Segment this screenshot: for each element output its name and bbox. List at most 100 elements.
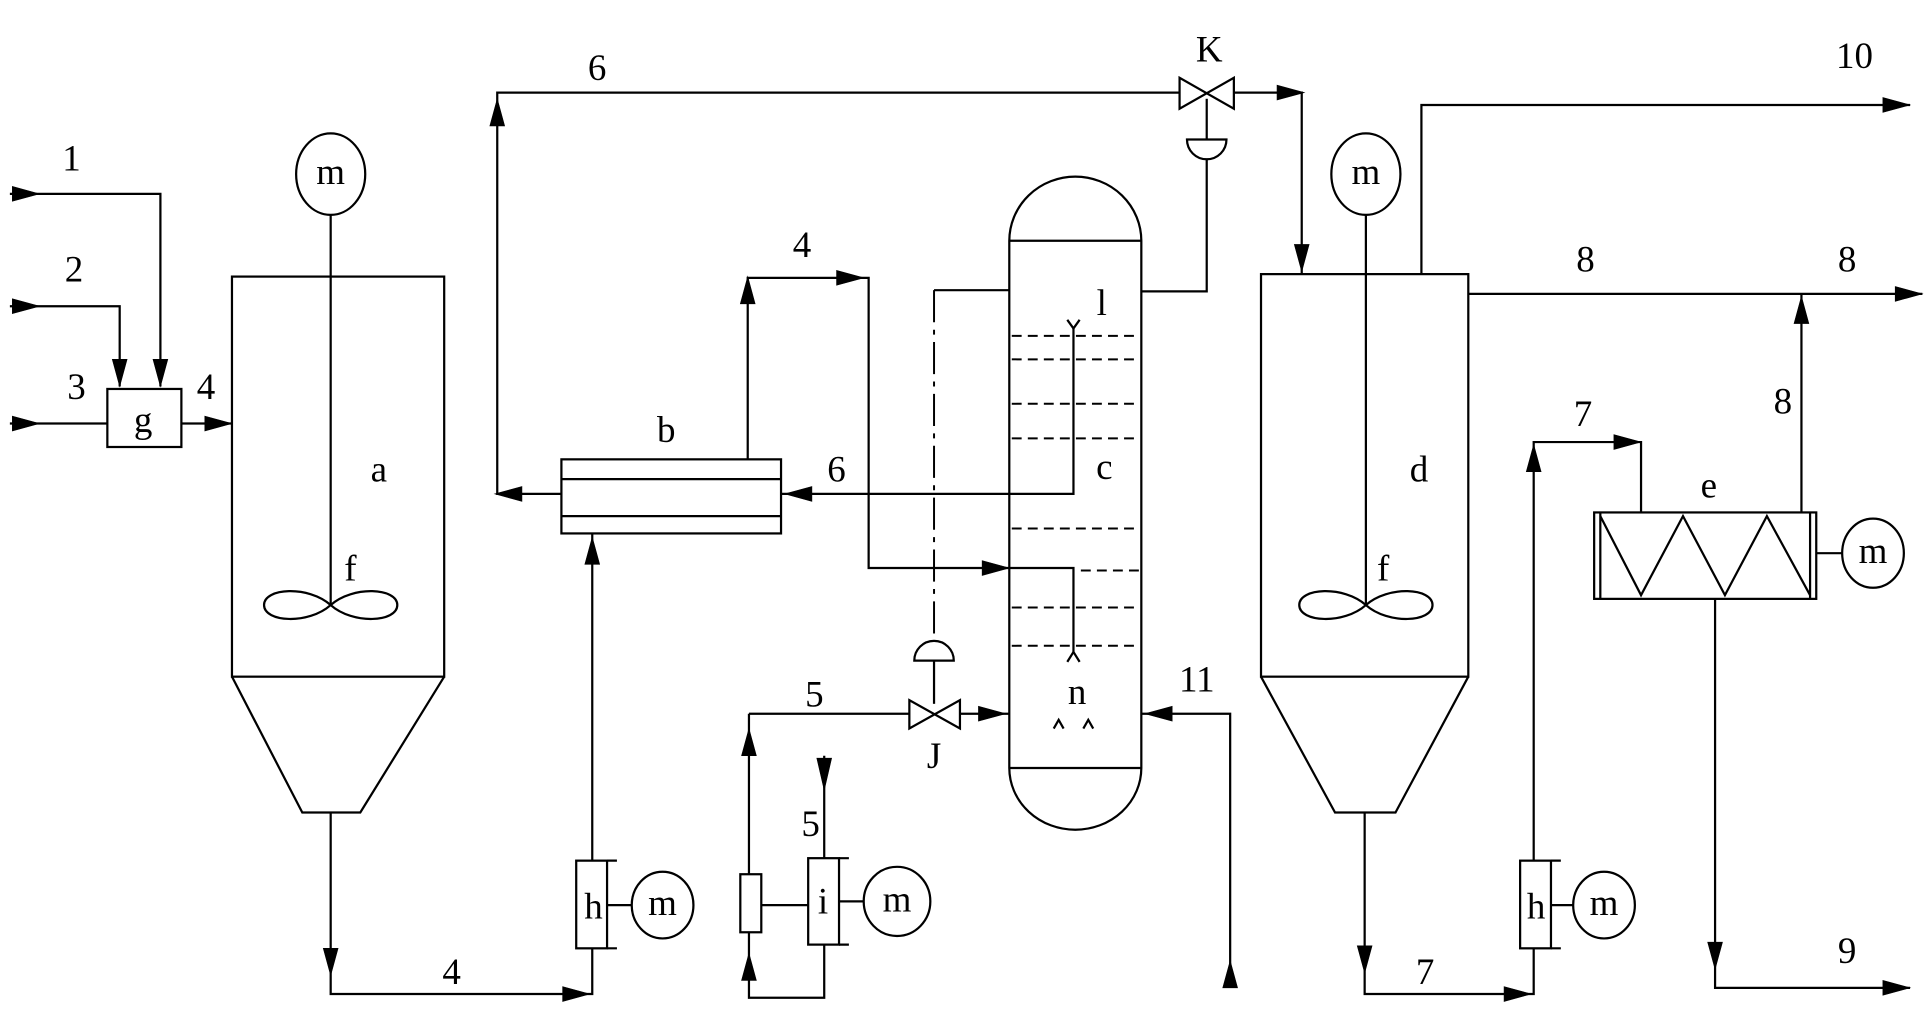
pump-i-ticks [839, 857, 849, 946]
stream-5-loop-line [747, 932, 826, 999]
stream-4-bottom: 4 h m [322, 533, 695, 1002]
vessel-a-impeller-icon [262, 590, 399, 621]
unit-e: e m [1593, 466, 1905, 600]
stream-4-bottom-label: 4 [442, 952, 461, 993]
column-c-shell [1008, 175, 1143, 831]
column-c-stream-11-arrow [1143, 705, 1173, 722]
exchanger-b-label: b [657, 410, 676, 451]
stream-5-valve-label: 5 [805, 674, 824, 715]
stream-8-right-label: 8 [1838, 240, 1857, 281]
filter-box [739, 873, 763, 934]
stream-4-top-line [746, 276, 1075, 652]
stream-7-top-line [1532, 440, 1643, 861]
feed-streams: 1 2 3 g 4 [9, 138, 234, 449]
stream-9-label: 9 [1838, 931, 1857, 972]
stream-5-feed-label: 5 [801, 804, 820, 845]
vessel-d-motor-label: m [1351, 152, 1380, 193]
stream-6-top-label: 6 [588, 48, 607, 89]
pump-i-label: i [818, 882, 828, 923]
vessel-a-label: a [371, 450, 387, 491]
exchanger-b-outlet-arrow [739, 275, 756, 305]
column-c-stream-5-arrow [978, 705, 1007, 722]
stream-8-outlet-arrow [1894, 286, 1924, 302]
stream-8-riser-arrow [1793, 295, 1810, 324]
stream-6: l 6 6 K [489, 30, 1310, 502]
pipe-n-nozzle [1066, 649, 1081, 663]
vessel-a-outlet-arrow [322, 948, 339, 977]
valve-k-label: K [1196, 30, 1223, 71]
stream-7-top-arrow [1613, 434, 1643, 450]
stream-4-bottom-line [329, 812, 594, 996]
stream-7: 7 h m 7 [1356, 394, 1643, 1002]
stream-2-line [9, 305, 121, 387]
pump-h-right-motor-icon [1572, 870, 1636, 940]
stream-8-riser-label: 8 [1774, 382, 1793, 423]
stream-5-feed-arrow [816, 757, 833, 791]
vessel-d-outlet-arrow [1356, 945, 1373, 975]
pipe-l-nozzle [1066, 319, 1081, 331]
stream-11-inlet-arrow [1222, 959, 1238, 989]
stream-7-top-label: 7 [1574, 394, 1593, 435]
stream-3-label: 3 [67, 367, 86, 408]
unit-e-body [1593, 511, 1818, 600]
stream-8-left-label: 8 [1576, 240, 1595, 281]
vessel-d-body [1259, 273, 1470, 678]
valve-j-label: J [927, 736, 941, 777]
valve-k-icon [1178, 75, 1235, 111]
unit-e-label: e [1701, 466, 1717, 507]
valve-j-actuator-icon [913, 639, 955, 662]
stream-6-exchanger-label: 6 [827, 450, 846, 491]
exchanger-b-inlet-arrow [584, 535, 601, 565]
stream-7-bottom-line [1363, 812, 1535, 996]
stream-6-to-vessel-d-line [1233, 91, 1303, 275]
exchanger-b-body [560, 458, 783, 535]
stream-11-line [1141, 712, 1232, 988]
valve-k-signal-line [1141, 159, 1208, 293]
pipe-l-line [781, 327, 1075, 496]
unit-g-box [106, 387, 183, 449]
pump-h-right-label: h [1527, 887, 1546, 928]
stream-1-line [9, 192, 162, 387]
stream-3-inlet-arrow [12, 415, 41, 432]
stream-6-return-line [496, 91, 1180, 496]
stream-6-left-arrow [493, 486, 523, 502]
stream-1-inlet-arrow [12, 186, 41, 202]
pump-i-motor-icon [862, 865, 932, 938]
vessel-d-cone [1260, 676, 1470, 814]
stream-1-down-arrow [152, 359, 169, 388]
impeller-f-right-label: f [1377, 548, 1390, 589]
stream-9-outlet-arrow [1882, 980, 1912, 996]
vessel-a: m f a [230, 132, 446, 814]
stream-7-riser-arrow [1525, 443, 1542, 472]
stream-5-riser-arrow [741, 727, 757, 757]
stream-4-feed-arrow [204, 415, 234, 432]
stream-10-outlet-arrow [1882, 97, 1912, 113]
impeller-f-left-label: f [344, 548, 357, 589]
stream-7-bottom-label: 7 [1416, 952, 1435, 993]
column-c-label: c [1096, 447, 1112, 488]
vessel-d: m f d [1259, 132, 1470, 814]
exchanger-b: b [560, 410, 783, 535]
stream-10-label: 10 [1836, 36, 1873, 77]
vessel-a-body [230, 275, 446, 678]
pipe-n-label: n [1068, 672, 1087, 713]
vessel-a-motor-label: m [316, 152, 345, 193]
vessel-a-cone [230, 676, 446, 814]
stream-2-inlet-arrow [12, 298, 41, 315]
pump-h-left-motor-icon [630, 870, 695, 940]
pump-h-right-motor-label: m [1590, 883, 1619, 924]
stream-4-feed-label: 4 [197, 367, 216, 408]
stream-5-loop-arrow [741, 952, 757, 981]
column-c-sparger-icon [1052, 717, 1095, 730]
pump-h-left-label: h [584, 887, 603, 928]
stream-4-top-label: 4 [793, 225, 812, 266]
stream-2-label: 2 [65, 250, 84, 291]
stream-7-bottom-arrow [1503, 986, 1533, 1002]
vessel-d-impeller-icon [1298, 590, 1434, 621]
stream-6-exchanger-arrow [783, 486, 813, 502]
stream-4-top-arrow [836, 270, 865, 286]
column-c-feed-arrow [981, 560, 1011, 576]
column-c: c [933, 175, 1143, 831]
unit-e-screw-icon [1599, 513, 1812, 598]
